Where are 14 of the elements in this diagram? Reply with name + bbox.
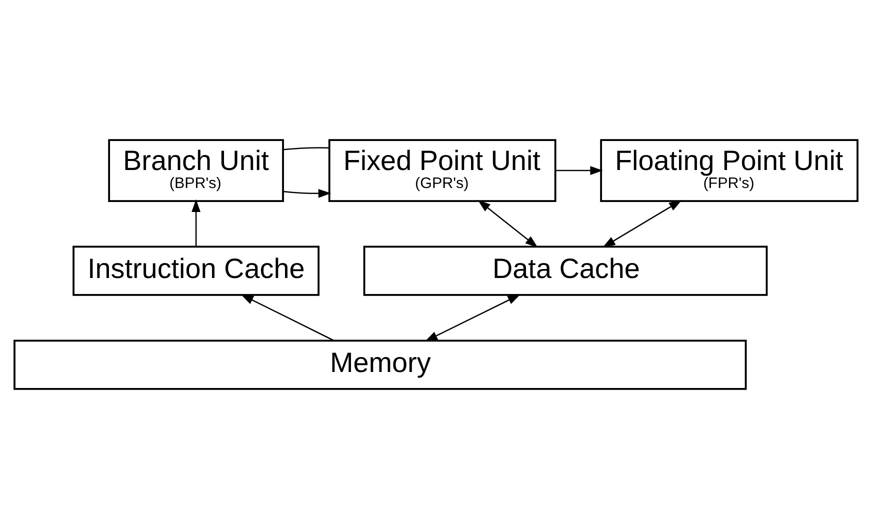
node-box: Memory [14,339,747,390]
node-box: Branch Unit (BPR's) [108,138,284,202]
arrow [478,199,538,248]
arrow [283,188,332,198]
node-box: Fixed Point Unit (GPR's) [328,138,556,202]
node-box: Instruction Cache [72,245,320,296]
node-box: Floating Point Unit (FPR's) [600,138,858,202]
connector [283,146,330,150]
arrow [192,198,200,246]
node-box: Data Cache [363,245,768,296]
arrow [240,294,334,341]
arrow [424,294,520,341]
arrow [556,166,603,174]
arrow [602,200,682,247]
